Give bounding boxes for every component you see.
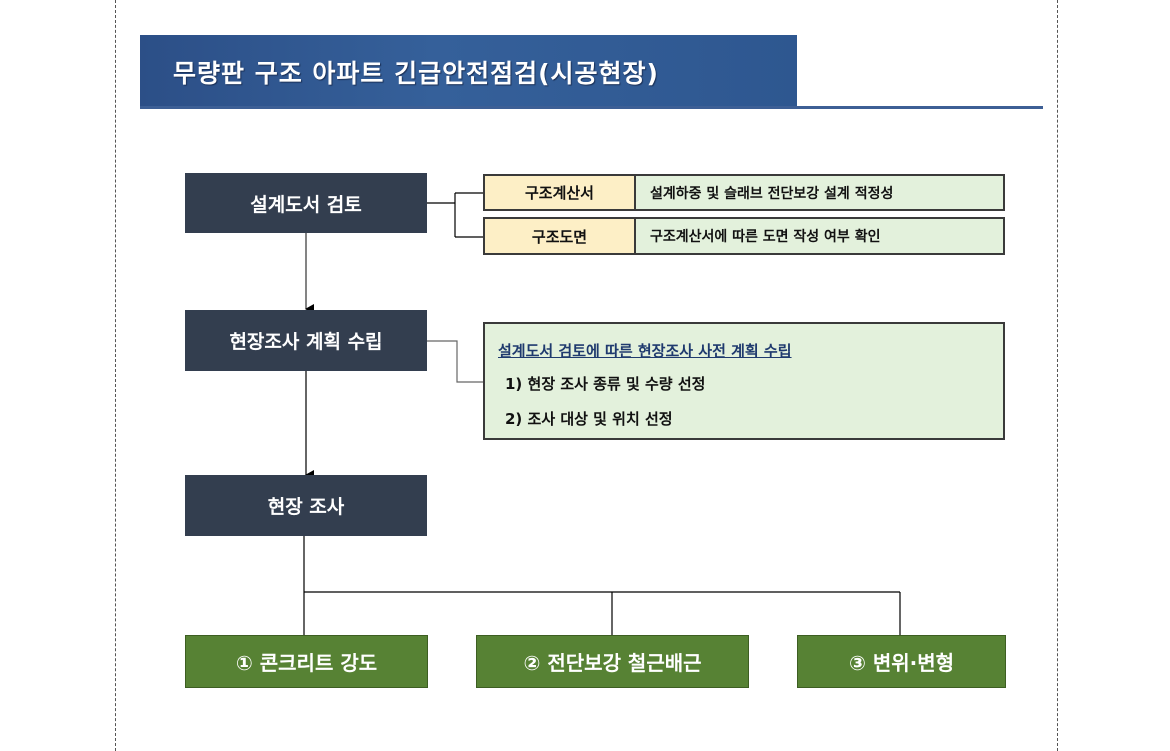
step-design-review: 설계도서 검토 bbox=[185, 173, 427, 233]
review-label-drawing: 구조도면 bbox=[483, 217, 636, 255]
plan-detail-box: 설계도서 검토에 따른 현장조사 사전 계획 수립 1) 현장 조사 종류 및 … bbox=[483, 322, 1005, 440]
plan-bracket bbox=[427, 340, 483, 383]
review-bracket bbox=[427, 192, 483, 238]
survey-item-deflection: ③ 변위·변형 bbox=[797, 635, 1006, 688]
survey-item-concrete-strength: ① 콘크리트 강도 bbox=[185, 635, 428, 688]
title-underline bbox=[140, 106, 1043, 109]
survey-branch bbox=[303, 536, 901, 635]
title-banner: 무량판 구조 아파트 긴급안전점검(시공현장) bbox=[140, 35, 797, 109]
review-desc-drawing: 구조계산서에 따른 도면 작성 여부 확인 bbox=[634, 217, 1005, 255]
plan-item-2: 2) 조사 대상 및 위치 선정 bbox=[505, 410, 673, 428]
review-desc-calc: 설계하중 및 슬래브 전단보강 설계 적정성 bbox=[634, 174, 1005, 211]
left-guide-line bbox=[115, 0, 116, 751]
step-survey-plan: 현장조사 계획 수립 bbox=[185, 310, 427, 371]
plan-item-1: 1) 현장 조사 종류 및 수량 선정 bbox=[505, 375, 706, 393]
page-title: 무량판 구조 아파트 긴급안전점검(시공현장) bbox=[173, 59, 659, 88]
survey-item-shear-rebar: ② 전단보강 철근배근 bbox=[476, 635, 749, 688]
step-site-survey: 현장 조사 bbox=[185, 475, 427, 536]
review-label-calc: 구조계산서 bbox=[483, 174, 636, 211]
right-guide-line bbox=[1057, 0, 1058, 751]
plan-heading: 설계도서 검토에 따른 현장조사 사전 계획 수립 bbox=[498, 342, 792, 360]
